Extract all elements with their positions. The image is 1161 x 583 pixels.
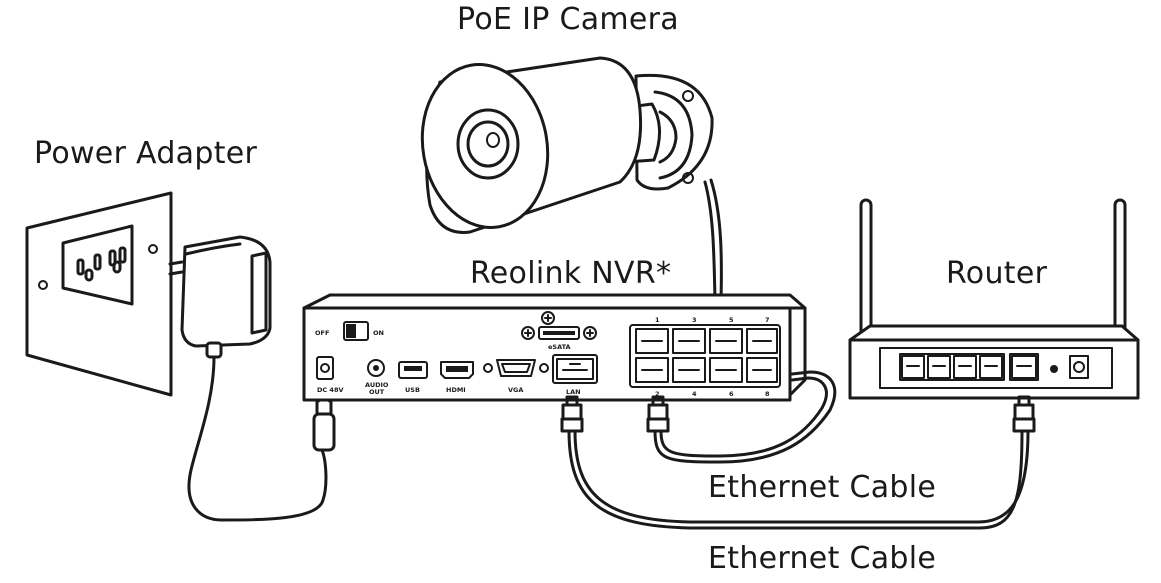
label-router: Router — [946, 256, 1048, 291]
hdmi-label: HDMI — [446, 386, 466, 394]
ethernet-cables — [560, 370, 1036, 530]
reolink-nvr-illustration: OFF ON DC 48V AUDIO OUT USB HDMI VGA — [302, 293, 807, 402]
poe-label-5: 5 — [729, 316, 734, 324]
wall-outlet-illustration — [25, 191, 173, 397]
usb-port — [398, 361, 428, 379]
label-power-adapter: Power Adapter — [34, 136, 258, 171]
poe-label-1: 1 — [655, 316, 660, 324]
usb-label: USB — [405, 386, 420, 394]
poe-label-6: 6 — [729, 390, 734, 398]
dc-48v-port — [316, 356, 334, 380]
poe-label-3: 3 — [692, 316, 697, 324]
label-ethernet-cable-lower: Ethernet Cable — [708, 541, 937, 576]
audio-label-line-2: OUT — [369, 388, 385, 396]
hdmi-port — [440, 361, 474, 379]
power-switch-on-label: ON — [373, 329, 384, 337]
esata-label: eSATA — [548, 343, 571, 351]
poe-label-7: 7 — [765, 316, 770, 324]
vga-label: VGA — [508, 386, 523, 394]
audio-out-port — [367, 359, 385, 377]
power-adapter-illustration — [168, 235, 336, 522]
poe-label-2: 2 — [655, 390, 660, 398]
power-switch-off-label: OFF — [315, 329, 329, 337]
label-poe-ip-camera: PoE IP Camera — [457, 2, 679, 37]
vga-port — [496, 359, 536, 377]
nvr-lan-port — [552, 354, 598, 384]
label-ethernet-cable-upper: Ethernet Cable — [708, 470, 937, 505]
poe-label-8: 8 — [765, 390, 770, 398]
dc-48v-label: DC 48V — [317, 386, 344, 394]
poe-ip-camera-illustration — [420, 56, 723, 302]
audio-label-line-1: AUDIO — [365, 381, 389, 389]
label-reolink-nvr: Reolink NVR* — [470, 256, 672, 291]
esata-port — [538, 326, 580, 340]
router-wan-port — [1011, 355, 1037, 379]
lan-label: LAN — [566, 388, 581, 396]
poe-label-4: 4 — [692, 390, 697, 398]
router-illustration — [848, 198, 1140, 400]
